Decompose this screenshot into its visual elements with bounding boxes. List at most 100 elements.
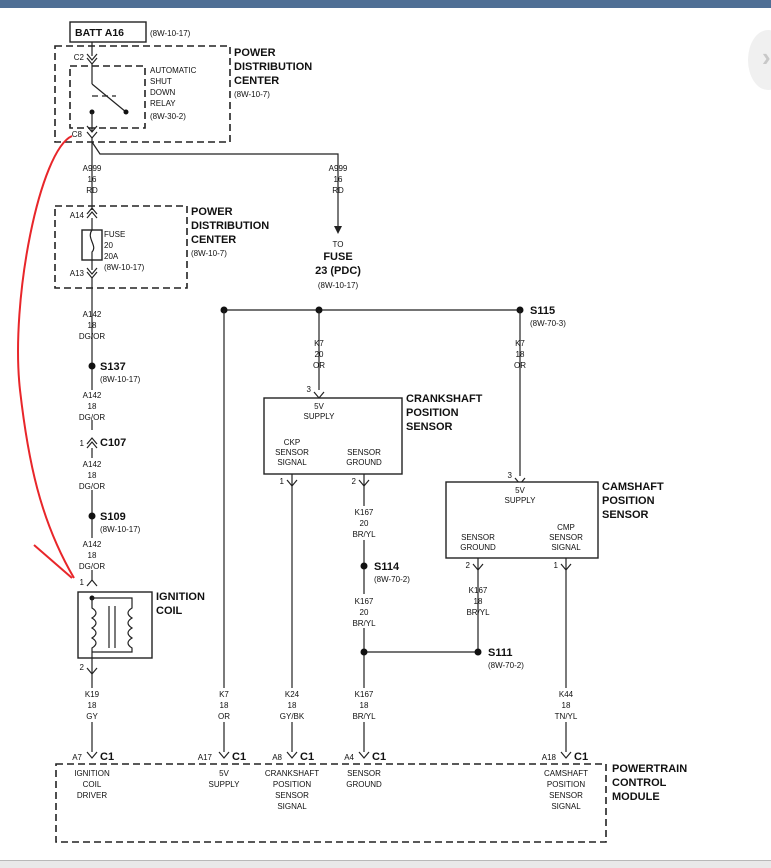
a142-3-id: A142	[83, 460, 102, 469]
pcm-label-2: CONTROL	[612, 777, 667, 789]
a999-right-gauge: 16	[334, 175, 343, 184]
s115-label: S115	[530, 305, 555, 317]
pcm-pin-func: SENSOR	[347, 769, 381, 778]
coil-pin-1: 1	[80, 578, 85, 587]
coil-label-2: COIL	[156, 605, 183, 617]
k7-right-gauge: 18	[516, 350, 525, 359]
ckp-supply-1: 5V	[314, 402, 324, 411]
ckp-pin-1: 1	[280, 477, 285, 486]
a142-1-id: A142	[83, 310, 102, 319]
k19-color: GY	[86, 712, 98, 721]
k7-mid-gauge: 20	[315, 350, 324, 359]
asd-label-3: DOWN	[150, 88, 176, 97]
pcm-pin-id: A7	[72, 753, 82, 762]
ckp-sensor-box	[263, 397, 403, 475]
cmp-sig-2: SENSOR	[549, 533, 583, 542]
red-annotation-arrow	[33, 544, 73, 579]
k167-2-gauge: 20	[360, 608, 369, 617]
fuse-label-2: 20	[104, 241, 113, 250]
c107-connector-icon	[86, 437, 98, 449]
pcm-pin-a4: A4 C1 SENSOR GROUND	[344, 751, 386, 789]
pdc-mid-box	[54, 205, 188, 289]
fuse-label-1: FUSE	[104, 230, 125, 239]
k167-3-id: K167	[469, 586, 488, 595]
pcm-label-1: POWERTRAIN	[612, 763, 687, 775]
a142-4-id: A142	[83, 540, 102, 549]
a142-4-gauge: 18	[88, 551, 97, 560]
k24-color: GY/BK	[280, 712, 305, 721]
k167-3-gauge: 18	[474, 597, 483, 606]
k167-4-id: K167	[355, 690, 374, 699]
pdc-mid-label-3: CENTER	[191, 234, 236, 246]
ckp-label-1: CRANKSHAFT	[406, 393, 483, 405]
k44-id: K44	[559, 690, 574, 699]
pcm-pin-a17: A17 C1 5V SUPPLY	[198, 751, 246, 789]
cmp-sensor-box	[445, 481, 599, 559]
a999-left-gauge: 16	[88, 175, 97, 184]
pcm-pin-func: CAMSHAFT	[544, 769, 588, 778]
cmp-gnd-2: GROUND	[460, 543, 496, 552]
cmp-pin-3: 3	[508, 471, 513, 480]
pcm-pin-id: A8	[272, 753, 282, 762]
asd-c8-label: C8	[72, 130, 83, 139]
s109-label: S109	[100, 511, 126, 523]
pcm-pin-func: SUPPLY	[209, 780, 241, 789]
pdc-mid-label-2: DISTRIBUTION	[191, 220, 269, 232]
to-fuse-label-2: 23 (PDC)	[315, 265, 361, 277]
to-label: TO	[333, 240, 344, 249]
pcm-pin-a7: A7 C1 IGNITION COIL DRIVER	[72, 751, 114, 800]
c107-label: C107	[100, 437, 126, 449]
cmp-supply-1: 5V	[515, 486, 525, 495]
k7-right-id: K7	[515, 339, 525, 348]
cmp-gnd-1: SENSOR	[461, 533, 495, 542]
k24-gauge: 18	[288, 701, 297, 710]
cmp-supply-2: SUPPLY	[505, 496, 537, 505]
ckp-label-3: SENSOR	[406, 421, 453, 433]
pcm-pin-a18: A18 C1 CAMSHAFT POSITION SENSOR SIGNAL	[542, 751, 588, 811]
fuse-ref: (8W-10-17)	[104, 263, 145, 272]
cmp-sig-1: CMP	[557, 523, 575, 532]
a999-right-color: RD	[332, 186, 344, 195]
a142-3-color: DG/OR	[79, 482, 105, 491]
a142-2-color: DG/OR	[79, 413, 105, 422]
ckp-sig-3: SIGNAL	[277, 458, 307, 467]
ckp-gnd-2: GROUND	[346, 458, 382, 467]
k167-4-color: BR/YL	[352, 712, 376, 721]
pcm-pin-conn: C1	[372, 751, 386, 763]
ckp-sig-2: SENSOR	[275, 448, 309, 457]
k7-mid-id: K7	[314, 339, 324, 348]
red-annotation-curve	[17, 135, 75, 579]
k7-right-color: OR	[514, 361, 526, 370]
to-fuse-ref: (8W-10-17)	[318, 281, 359, 290]
s114-ref: (8W-70-2)	[374, 575, 410, 584]
pcm-pin-connector-icon	[560, 751, 572, 759]
ckp-pin3-connector-icon	[313, 391, 325, 399]
cmp-label-3: SENSOR	[602, 509, 649, 521]
pcm-pin-connector-icon	[218, 751, 230, 759]
arrow-down-icon	[334, 226, 342, 234]
window-top-bar	[0, 0, 771, 8]
a999-branch-wire	[91, 141, 339, 228]
pdc-top-box	[54, 45, 231, 143]
k7-mid-color: OR	[313, 361, 325, 370]
cmp-label-1: CAMSHAFT	[602, 481, 664, 493]
pdc-mid-ref: (8W-10-7)	[191, 249, 227, 258]
asd-c2-label: C2	[74, 53, 85, 62]
pcm-pin-func: 5V	[219, 769, 229, 778]
ckp-pin-3: 3	[307, 385, 312, 394]
ckp-sig-1: CKP	[284, 438, 300, 447]
pcm-pin-func: POSITION	[273, 780, 311, 789]
cmp-pin-2: 2	[466, 561, 471, 570]
ckp-label-2: POSITION	[406, 407, 459, 419]
pcm-pin-func: DRIVER	[77, 791, 107, 800]
c107-pin: 1	[80, 439, 85, 448]
k167-4-gauge: 18	[360, 701, 369, 710]
k167-1-color: BR/YL	[352, 530, 376, 539]
pdc-top-ref: (8W-10-7)	[234, 90, 270, 99]
s109-ref: (8W-10-17)	[100, 525, 141, 534]
a142-3-gauge: 18	[88, 471, 97, 480]
pcm-pin-func: SENSOR	[549, 791, 583, 800]
side-scroll-handle[interactable]: ›	[748, 30, 771, 90]
pin-a14: A14	[70, 211, 85, 220]
a142-2-id: A142	[83, 391, 102, 400]
